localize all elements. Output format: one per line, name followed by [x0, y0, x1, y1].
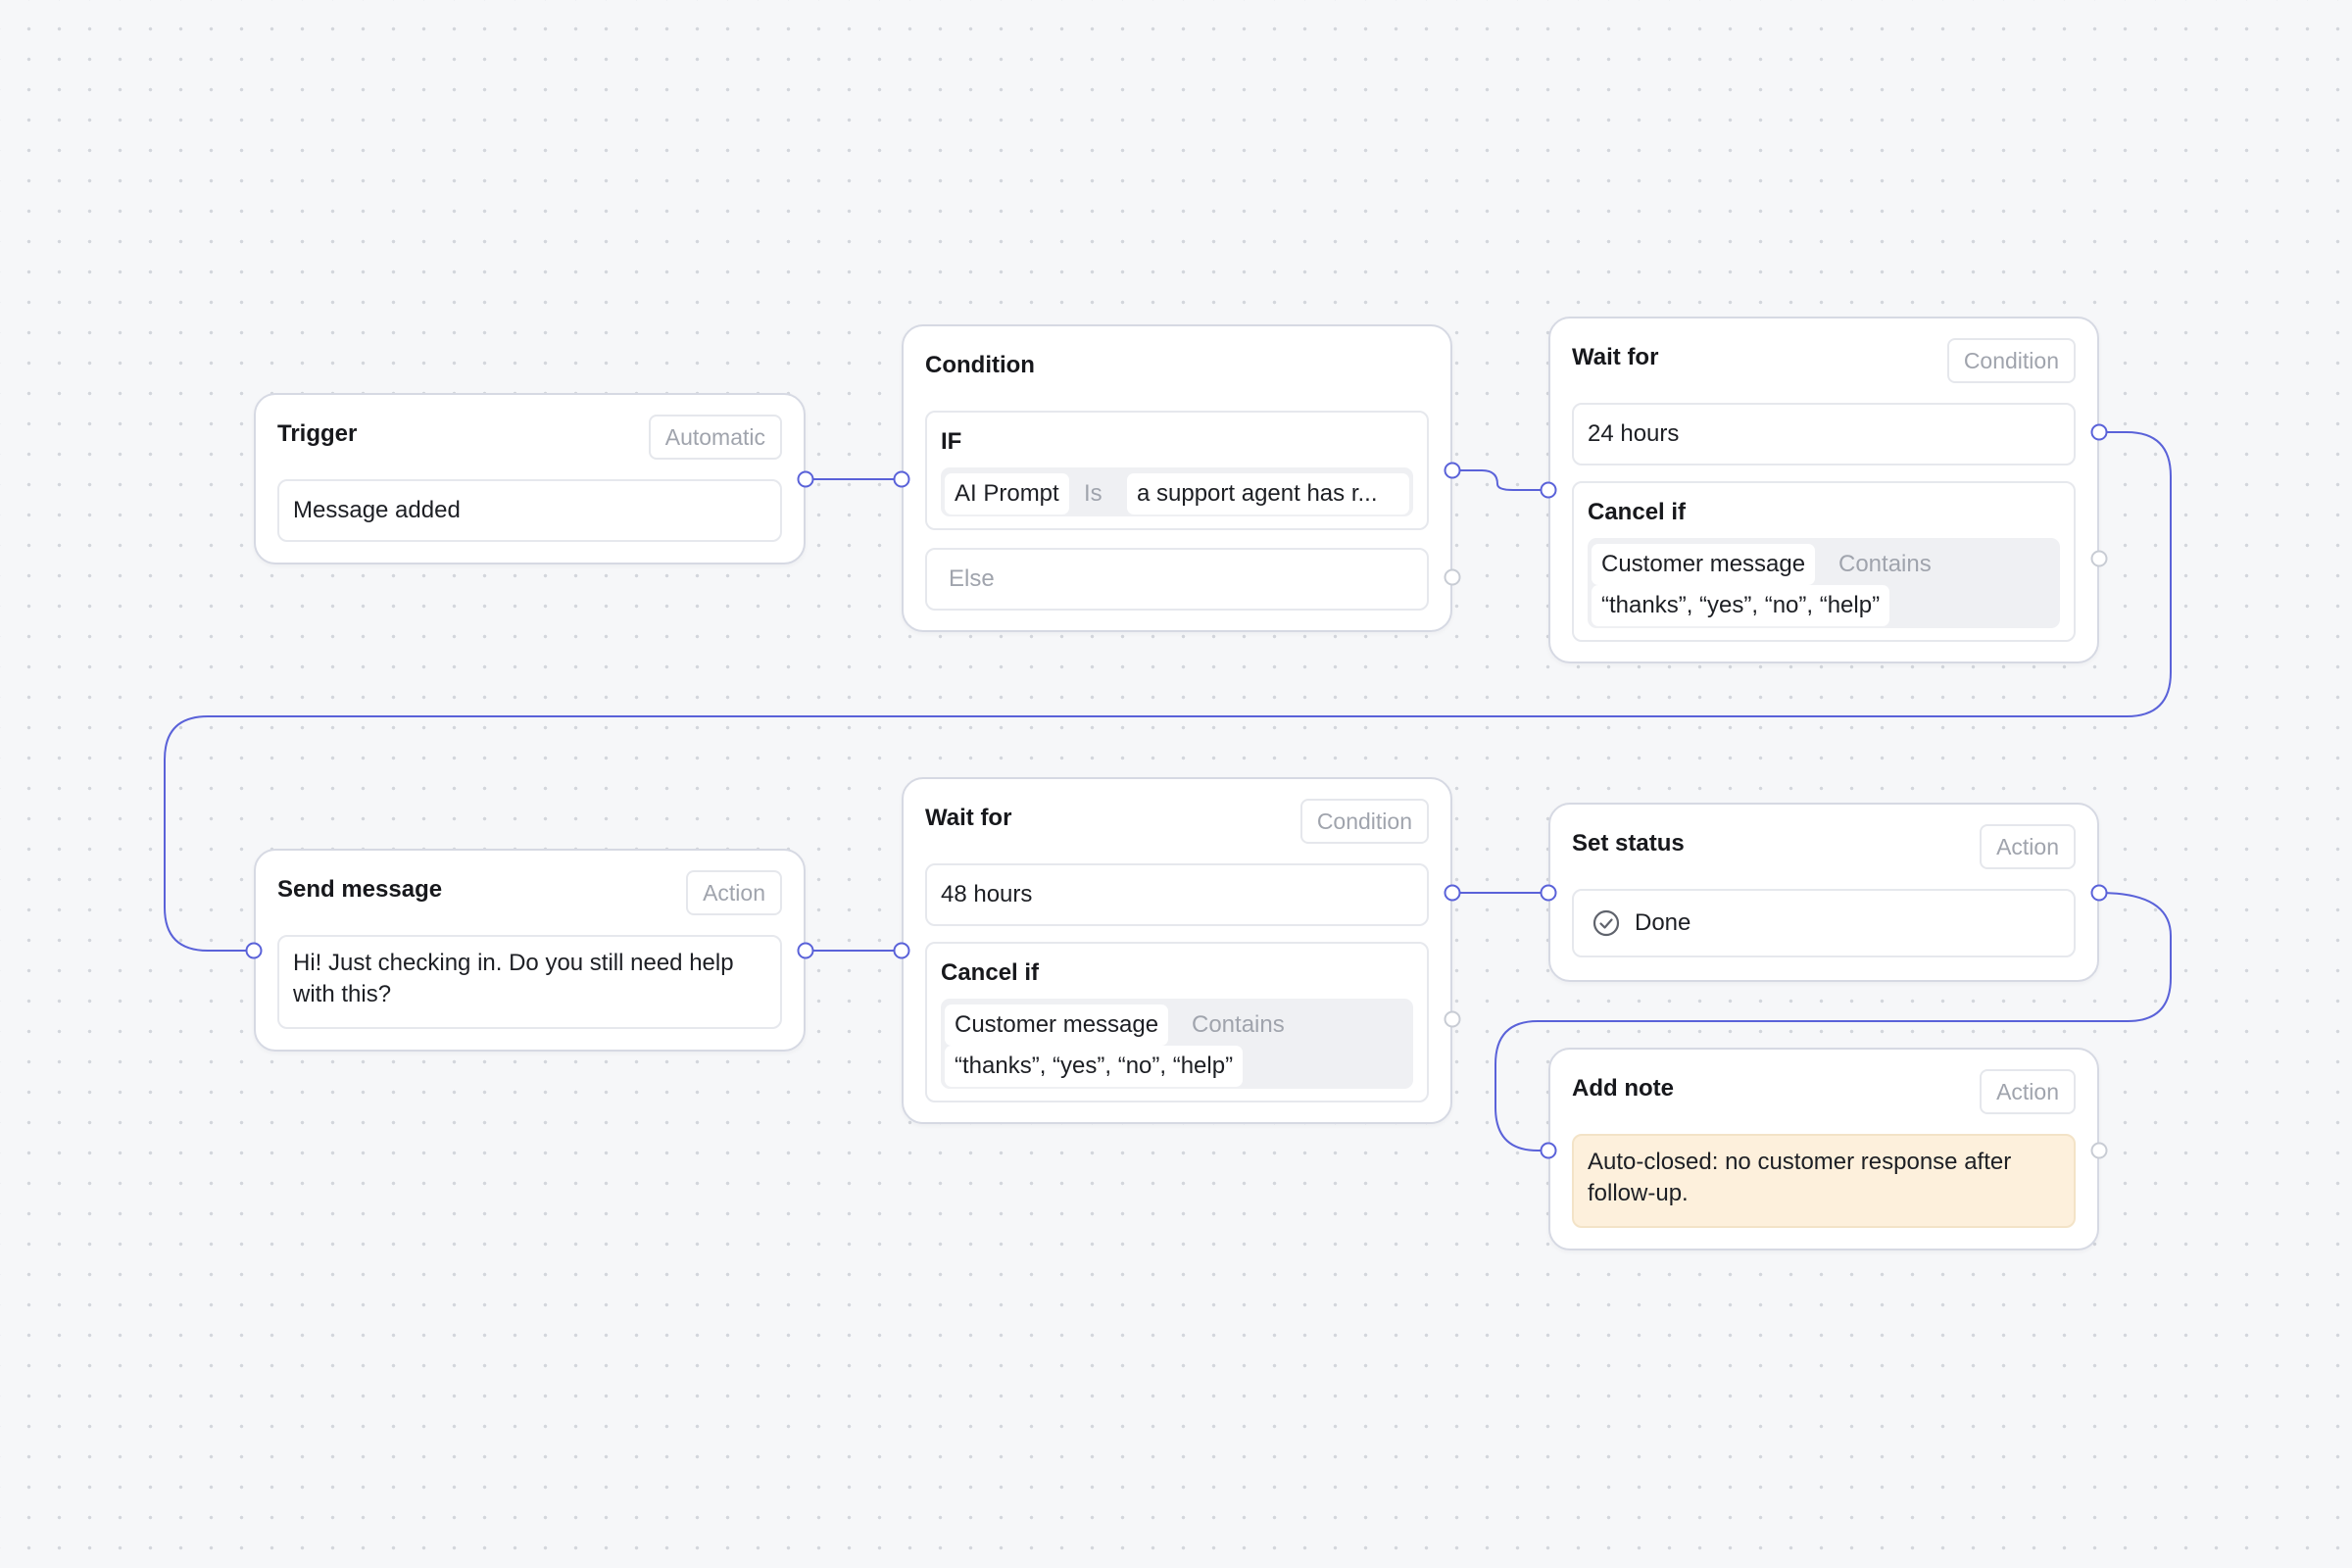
node-type-badge: Action	[1980, 824, 2076, 869]
message-text-field[interactable]: Hi! Just checking in. Do you still need …	[277, 935, 782, 1029]
cancel-if-label: Cancel if	[941, 959, 1040, 986]
wait-48-input-port[interactable]	[893, 942, 910, 959]
cancel-rule[interactable]: Customer message Contains “thanks”, “yes…	[941, 999, 1413, 1089]
rule-field-chip[interactable]: AI Prompt	[945, 473, 1069, 514]
node-title: Add note	[1572, 1075, 1674, 1102]
if-rule[interactable]: AI Prompt Is a support agent has r...	[941, 467, 1413, 516]
trigger-node[interactable]: Trigger Automatic Message added	[254, 393, 806, 564]
add-note-input-port[interactable]	[1540, 1142, 1557, 1159]
rule-operator: Is	[1084, 480, 1102, 507]
status-select[interactable]: Done	[1572, 889, 2076, 957]
trigger-output-port[interactable]	[797, 470, 814, 488]
set-status-output-port[interactable]	[2090, 884, 2108, 902]
node-title: Trigger	[277, 420, 358, 447]
node-title: Wait for	[925, 805, 1012, 831]
wait-24-input-port[interactable]	[1540, 481, 1557, 499]
set-status-input-port[interactable]	[1540, 884, 1557, 902]
trigger-event-value: Message added	[293, 497, 461, 523]
rule-value-chip[interactable]: “thanks”, “yes”, “no”, “help”	[1592, 585, 1890, 626]
send-message-input-port[interactable]	[245, 942, 263, 959]
node-header: Condition	[904, 326, 1450, 405]
connector-condition-wait24	[1452, 469, 1548, 491]
message-text: Hi! Just checking in. Do you still need …	[293, 950, 734, 1007]
condition-if-output-port[interactable]	[1444, 462, 1461, 479]
connector-status-note	[1494, 892, 2172, 1152]
node-header: Wait for Condition	[1550, 318, 2097, 397]
if-label: IF	[941, 428, 962, 455]
connector-wait24-send	[164, 431, 2172, 952]
node-type-badge: Action	[1980, 1069, 2076, 1114]
note-text: Auto-closed: no customer response after …	[1588, 1149, 2012, 1206]
status-value: Done	[1635, 909, 1691, 936]
rule-operator: Contains	[1192, 1011, 1285, 1038]
add-note-output-port[interactable]	[2090, 1142, 2108, 1159]
node-type-badge: Action	[686, 870, 782, 915]
set-status-node[interactable]: Set status Action Done	[1548, 803, 2099, 982]
node-header: Wait for Condition	[904, 779, 1450, 858]
node-header: Trigger Automatic	[256, 395, 804, 473]
node-title: Wait for	[1572, 344, 1659, 370]
else-branch[interactable]: Else	[925, 548, 1429, 611]
node-type-badge: Condition	[1946, 338, 2076, 383]
rule-value-chip[interactable]: a support agent has r...	[1127, 473, 1409, 514]
cancel-if-section[interactable]: Cancel if Customer message Contains “tha…	[1572, 481, 2076, 642]
node-title: Set status	[1572, 830, 1685, 857]
cancel-if-section[interactable]: Cancel if Customer message Contains “tha…	[925, 942, 1429, 1102]
check-circle-icon	[1592, 909, 1620, 937]
node-header: Send message Action	[256, 851, 804, 929]
note-text-field[interactable]: Auto-closed: no customer response after …	[1572, 1134, 2076, 1228]
trigger-event-field[interactable]: Message added	[277, 479, 782, 542]
wait-24-cancel-output-port[interactable]	[2090, 550, 2108, 567]
rule-field-chip[interactable]: Customer message	[945, 1004, 1169, 1046]
wait-48-cancel-output-port[interactable]	[1444, 1010, 1461, 1028]
node-type-badge: Condition	[1299, 799, 1429, 844]
rule-operator: Contains	[1838, 551, 1932, 577]
cancel-if-label: Cancel if	[1588, 499, 1687, 525]
node-header: Add note Action	[1550, 1050, 2097, 1128]
cancel-rule[interactable]: Customer message Contains “thanks”, “yes…	[1588, 538, 2060, 628]
wait-48-node[interactable]: Wait for Condition 48 hours Cancel if Cu…	[902, 777, 1452, 1124]
wait-duration-value: 24 hours	[1588, 420, 1680, 447]
rule-field-chip[interactable]: Customer message	[1592, 544, 1816, 585]
send-message-node[interactable]: Send message Action Hi! Just checking in…	[254, 849, 806, 1052]
else-label: Else	[949, 565, 995, 592]
wait-duration-value: 48 hours	[941, 881, 1033, 907]
wait-24-node[interactable]: Wait for Condition 24 hours Cancel if Cu…	[1548, 317, 2099, 663]
condition-else-output-port[interactable]	[1444, 568, 1461, 586]
wait-duration-field[interactable]: 24 hours	[1572, 403, 2076, 466]
wait-48-output-port[interactable]	[1444, 884, 1461, 902]
node-title: Condition	[925, 352, 1035, 378]
condition-node[interactable]: Condition IF AI Prompt Is a support agen…	[902, 324, 1452, 632]
add-note-node[interactable]: Add note Action Auto-closed: no customer…	[1548, 1048, 2099, 1250]
wait-duration-field[interactable]: 48 hours	[925, 863, 1429, 926]
node-header: Set status Action	[1550, 805, 2097, 883]
rule-value-chip[interactable]: “thanks”, “yes”, “no”, “help”	[945, 1046, 1244, 1087]
condition-input-port[interactable]	[893, 470, 910, 488]
node-title: Send message	[277, 876, 443, 903]
if-branch[interactable]: IF AI Prompt Is a support agent has r...	[925, 411, 1429, 530]
node-type-badge: Automatic	[648, 415, 782, 460]
wait-24-output-port[interactable]	[2090, 423, 2108, 441]
send-message-output-port[interactable]	[797, 942, 814, 959]
